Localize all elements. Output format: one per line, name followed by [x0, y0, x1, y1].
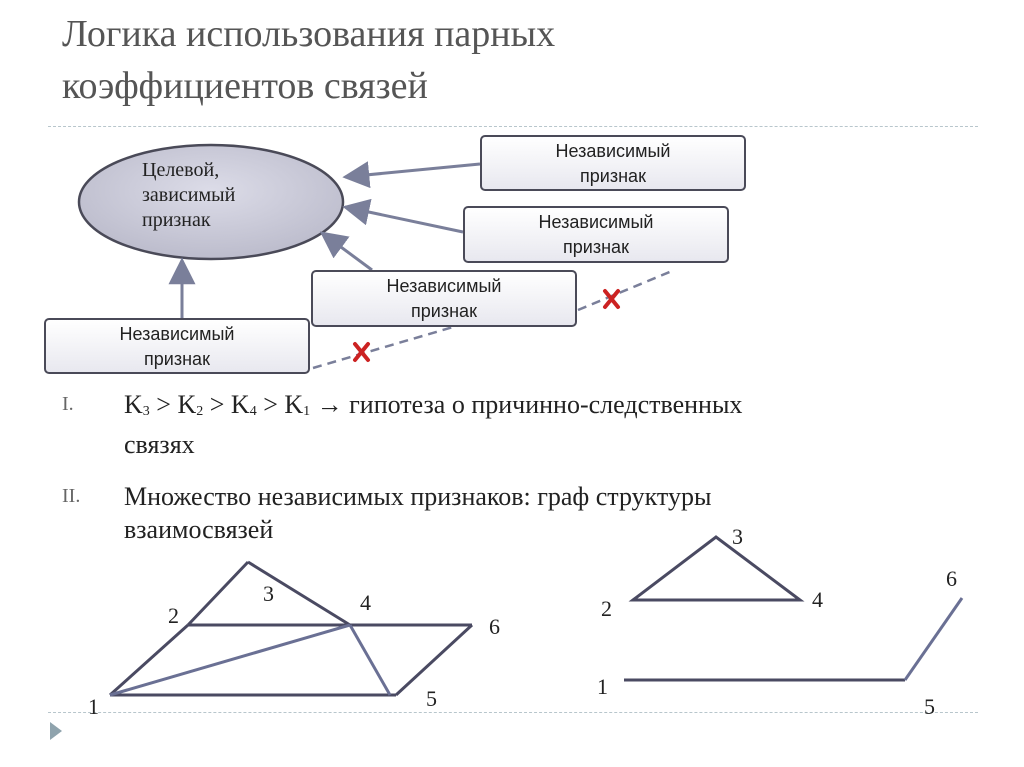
slide-title: Логика использования парных коэффициенто…: [62, 8, 762, 112]
node-label-4: 4: [360, 590, 371, 615]
gt-sign: >: [149, 390, 178, 419]
independent-feature-box-2: Независимый признак: [463, 206, 729, 263]
node-label-6: 6: [489, 614, 500, 639]
node-label-2: 2: [168, 603, 179, 628]
graph-full: [108, 560, 474, 697]
box-label-line2: признак: [563, 237, 629, 257]
slide-title-line1: Логика использования парных: [62, 13, 556, 55]
hypothesis-text: → гипотеза о причинно-следственных: [310, 390, 743, 419]
list-marker: I.: [62, 393, 74, 415]
coef-k: K: [230, 390, 250, 419]
edge-6-5: [394, 623, 474, 697]
gt-sign: >: [203, 390, 231, 419]
arrow-box3-to-target: [319, 231, 373, 272]
independent-feature-box-1: Независимый признак: [480, 135, 746, 191]
box-label-line2: признак: [411, 301, 477, 321]
coef-sub: 4: [249, 404, 257, 419]
top-divider: [48, 126, 978, 127]
target-label-line: признак: [142, 209, 211, 231]
arrow-box1-to-target: [342, 161, 481, 189]
list-marker: II.: [62, 485, 81, 507]
triangle-2-3-4: [628, 535, 805, 602]
box-label-line2: признак: [144, 349, 210, 369]
independent-feature-box-3: Независимый признак: [311, 270, 577, 327]
node-label-3: 3: [263, 581, 274, 606]
cross-mark-lower: [353, 342, 370, 362]
node-label-5: 5: [924, 694, 935, 719]
gt-sign: >: [256, 390, 285, 419]
graph-reduced: [624, 535, 964, 682]
coef-sub: 2: [196, 404, 204, 419]
coef-sub: 1: [303, 404, 311, 419]
box-label-line1: Независимый: [555, 141, 671, 161]
bottom-divider: [48, 712, 978, 713]
node-label-1: 1: [597, 674, 608, 699]
edge-2-3: [186, 560, 250, 627]
list-text: Множество независимых признаков: граф ст…: [124, 480, 964, 546]
slide-title-line2: коэффициентов связей: [62, 65, 428, 107]
box-label-line1: Независимый: [386, 276, 502, 296]
box-label-line2: признак: [580, 166, 646, 186]
coef-sub: 3: [142, 404, 150, 419]
node-label-2: 2: [601, 596, 612, 621]
target-label-line: зависимый: [142, 184, 236, 206]
arrow-box2-to-target: [342, 198, 464, 234]
edge-5-6-reduced: [903, 597, 964, 681]
list-text-line2: связях: [124, 430, 195, 459]
node-label-1: 1: [88, 694, 99, 719]
coef-k: K: [177, 390, 197, 419]
box-label-line1: Независимый: [119, 324, 235, 344]
list-text-line1: Множество независимых признаков: граф ст…: [124, 482, 712, 511]
edge-3-4: [247, 560, 351, 627]
dashed-link-upper: [577, 269, 673, 312]
node-label-4: 4: [812, 587, 823, 612]
dashed-link-lower: [312, 323, 461, 370]
edge-4-5: [348, 624, 392, 696]
edge-1-2: [108, 623, 190, 697]
list-text: K3 > K2 > K4 > K1 → гипотеза о причинно-…: [124, 388, 964, 461]
edge-1-4: [109, 623, 351, 697]
node-label-5: 5: [426, 686, 437, 711]
play-triangle-icon[interactable]: [48, 720, 64, 742]
node-label-3: 3: [732, 524, 743, 549]
node-label-6: 6: [946, 566, 957, 591]
list-text-line2: взаимосвязей: [124, 515, 274, 544]
coef-k: K: [124, 390, 143, 419]
independent-feature-box-4: Независимый признак: [44, 318, 310, 374]
target-label: Целевой, зависимый признак: [142, 158, 302, 233]
cross-mark-upper: [603, 289, 620, 309]
coef-k: K: [284, 390, 304, 419]
box-label-line1: Независимый: [538, 212, 654, 232]
target-label-line: Целевой,: [142, 159, 220, 181]
coefficient-order: K3 > K2 > K4 > K1 → гипотеза о причинно-…: [124, 388, 964, 428]
